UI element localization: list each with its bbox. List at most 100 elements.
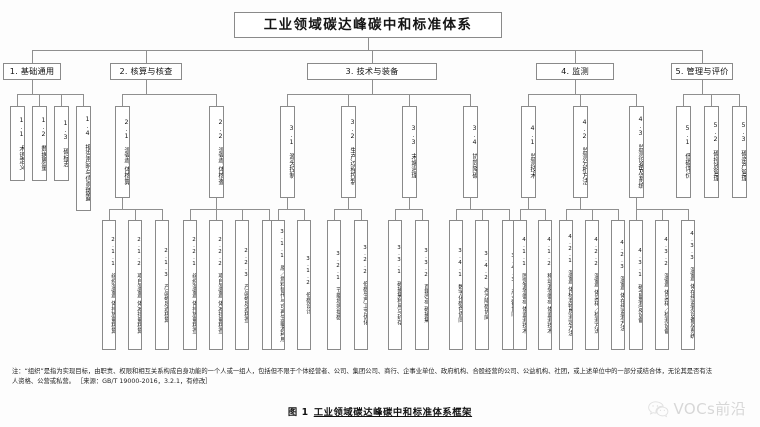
node-box-4-3-1[interactable]: 4.3.1 碳含量测定设备 <box>629 220 643 350</box>
connector-drop-n311 <box>278 209 279 220</box>
node-box-2-2[interactable]: 2.2 温室气体核查 <box>209 106 224 198</box>
node-box-3-1-1[interactable]: 3.1.1 原／燃料替代与可再生能源利用 <box>271 220 285 350</box>
node-label-4-1: 4.1 监测技术 <box>529 125 536 179</box>
connector-drop-n412 <box>545 209 546 220</box>
node-box-1-1[interactable]: 1.1 术语定义 <box>10 106 25 181</box>
node-box-3-4[interactable]: 3.4 协同降碳 <box>463 106 478 198</box>
connector-stem-n22 <box>216 198 217 209</box>
node-box-2-2-3[interactable]: 2.2.3 产品碳足迹核查 <box>235 220 249 350</box>
node-box-4-2-1[interactable]: 4.2.1 温室气体标准物质测定方法 <box>559 220 573 350</box>
category-box-2[interactable]: 2. 核算与核查 <box>110 63 182 80</box>
node-label-4-1-2: 4.1.2 移动源温室气体监测技术 <box>546 236 552 334</box>
node-label-3-3-2: 3.3.2 直接空气碳捕集 <box>423 247 429 323</box>
connector-drop-n332 <box>422 209 423 220</box>
connector-drop-n432 <box>662 209 663 220</box>
node-box-2-1-2[interactable]: 2.1.2 项目温室气体减排量核算 <box>128 220 142 350</box>
node-box-2-1[interactable]: 2.1 温室气体核算 <box>115 106 130 198</box>
node-box-2-2-1[interactable]: 2.2.1 组织温室气体排放量核查 <box>183 220 197 350</box>
figure-note: 注：“组织”是指为实现目标，由职责、权限和相互关系构成自身功能的一个人或一组人，… <box>12 368 712 385</box>
connector-drop-n41 <box>528 94 529 106</box>
connector-stem-n41 <box>528 198 529 209</box>
node-label-2-1: 2.1 温室气体核算 <box>123 119 130 185</box>
connector-stem-n31 <box>287 198 288 209</box>
node-box-2-2-2[interactable]: 2.2.2 项目温室气体减排量核查 <box>209 220 223 350</box>
node-box-3-1[interactable]: 3.1 源头控制 <box>280 106 295 198</box>
node-box-1-4[interactable]: 1.4 报告声明与信息披露 <box>76 106 91 211</box>
connector-drop-n343 <box>509 209 510 220</box>
node-box-3-2-2[interactable]: 3.2.2 低碳生产工艺优化 <box>354 220 368 350</box>
node-box-4-2[interactable]: 4.2 监测分析方法 <box>573 106 588 198</box>
connector-drop-n211 <box>109 209 110 220</box>
connector-drop-n12 <box>39 94 40 106</box>
node-box-3-3[interactable]: 3.3 末端治理 <box>402 106 417 198</box>
node-box-3-3-1[interactable]: 3.3.1 碳捕集利用与封存 <box>388 220 402 350</box>
wechat-icon <box>647 400 669 418</box>
node-label-2-1-3: 2.1.3 产品碳足迹核算 <box>163 247 169 323</box>
node-label-3-3-1: 3.3.1 碳捕集利用与封存 <box>396 245 402 325</box>
node-label-2-2-3: 2.2.3 产品碳足迹核查 <box>243 247 249 323</box>
connector-stem-c4 <box>575 80 576 94</box>
node-box-4-3[interactable]: 4.3 监测设备及系统 <box>629 106 644 198</box>
connector-bus-c4 <box>528 94 636 95</box>
node-box-3-2-1[interactable]: 3.2.1 节能增效提碳 <box>327 220 341 350</box>
connector-drop-n53 <box>739 94 740 106</box>
category-box-1[interactable]: 1. 基础通用 <box>3 63 61 80</box>
connector-stem-n43 <box>636 198 637 209</box>
node-box-4-2-3[interactable]: 4.2.3 温室气体在线监测方法 <box>611 220 625 350</box>
connector-bus-c2 <box>122 94 216 95</box>
connector-drop-n32 <box>348 94 349 106</box>
connector-root-bus <box>32 50 702 51</box>
watermark-label: VOCs前沿 <box>673 400 746 418</box>
node-box-2-1-3[interactable]: 2.1.3 产品碳足迹核算 <box>155 220 169 350</box>
connector-drop-n224 <box>269 209 270 220</box>
node-label-4-3-1: 4.3.1 碳含量测定设备 <box>637 247 643 323</box>
connector-drop-n423 <box>618 209 619 220</box>
connector-bus-n32 <box>334 209 361 210</box>
connector-stem-c1 <box>32 80 33 94</box>
connector-drop-n421 <box>566 209 567 220</box>
node-box-3-1-2[interactable]: 3.1.2 低碳设计 <box>297 220 311 350</box>
connector-drop-n13 <box>61 94 62 106</box>
node-box-4-1-2[interactable]: 4.1.2 移动源温室气体监测技术 <box>538 220 552 350</box>
node-box-3-2[interactable]: 3.2 生产过程控制 <box>341 106 356 198</box>
connector-bus-n41 <box>520 209 545 210</box>
connector-bus-c1 <box>17 94 83 95</box>
category-box-5[interactable]: 5. 管理与评价 <box>671 63 733 80</box>
node-box-3-3-2[interactable]: 3.3.2 直接空气碳捕集 <box>415 220 429 350</box>
category-label-2: 2. 核算与核查 <box>119 66 173 77</box>
category-box-3[interactable]: 3. 技术与装备 <box>307 63 437 80</box>
connector-drop-n331 <box>395 209 396 220</box>
node-label-3-4-3: 3.4.3 产业链协同 <box>510 253 515 317</box>
node-box-5-2[interactable]: 5.2 碳排放管理 <box>704 106 719 198</box>
node-box-1-2[interactable]: 1.2 数据质量 <box>32 106 47 181</box>
connector-stem-n32 <box>348 198 349 209</box>
node-box-1-3[interactable]: 1.3 碳标志 <box>54 106 69 181</box>
node-box-3-4-2[interactable]: 3.4.2 减污降碳协同 <box>475 220 489 350</box>
connector-drop-n213 <box>162 209 163 220</box>
node-box-4-3-2[interactable]: 4.3.2 温室气体采样／检测设备 <box>655 220 669 350</box>
connector-drop-n43 <box>636 94 637 106</box>
category-label-3: 3. 技术与装备 <box>345 66 399 77</box>
node-box-2-1-1[interactable]: 2.1.1 组织温室气体排放量核算 <box>102 220 116 350</box>
watermark: VOCs前沿 <box>647 398 747 419</box>
connector-drop-n14 <box>83 94 84 106</box>
node-box-5-1[interactable]: 5.1 低碳评价 <box>676 106 691 198</box>
node-box-3-4-1[interactable]: 3.4.1 数字化碳色协同 <box>449 220 463 350</box>
connector-drop-n212 <box>135 209 136 220</box>
connector-drop-n342 <box>482 209 483 220</box>
connector-bus-n31 <box>278 209 304 210</box>
connector-stem-n34 <box>470 198 471 209</box>
node-box-4-1[interactable]: 4.1 监测技术 <box>521 106 536 198</box>
node-label-3-4: 3.4 协同降碳 <box>471 125 478 179</box>
connector-drop-c1 <box>32 50 33 63</box>
node-box-4-2-2[interactable]: 4.2.2 温室气体采样／检测方法 <box>585 220 599 350</box>
node-label-5-2: 5.2 碳排放管理 <box>712 122 719 182</box>
node-label-2-1-2: 2.1.2 项目温室气体减排量核算 <box>136 236 142 334</box>
category-box-4[interactable]: 4. 监测 <box>536 63 614 80</box>
node-box-5-3[interactable]: 5.3 碳资产管理 <box>732 106 747 198</box>
node-box-4-3-3[interactable]: 4.3.3 温室气体在线监测设备及系统 <box>681 220 695 350</box>
node-label-2-2: 2.2 温室气体核查 <box>217 119 224 185</box>
node-box-4-1-1[interactable]: 4.1.1 固定源温室气体监测技术 <box>513 220 527 350</box>
